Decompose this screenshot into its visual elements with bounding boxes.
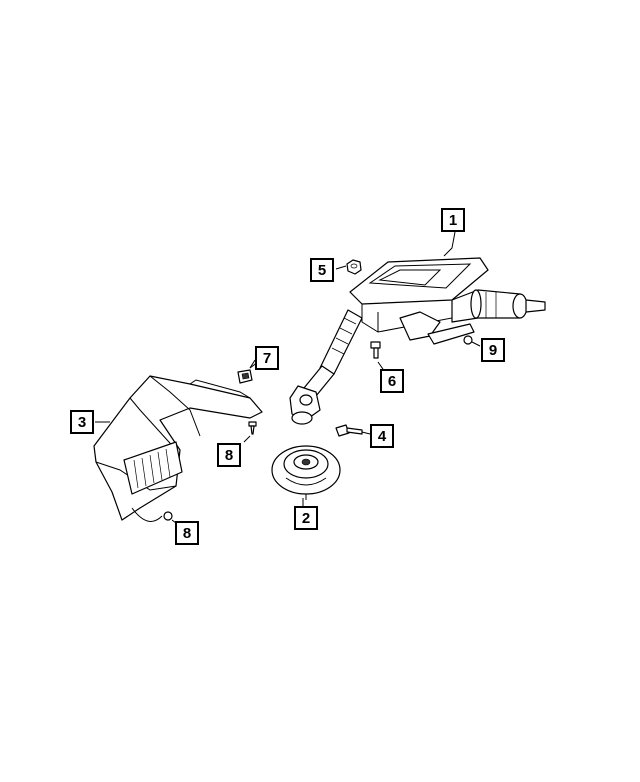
nut: [335, 259, 362, 275]
callout-7: 7: [255, 346, 279, 370]
callout-9: 9: [481, 338, 505, 362]
nut-9: [463, 335, 481, 347]
bolt-4: [335, 424, 371, 437]
bolt-6: [370, 341, 386, 373]
push-pin-upper: [243, 421, 257, 443]
callout-8-lower: 8: [175, 521, 199, 545]
callout-3: 3: [70, 410, 94, 434]
callout-6: 6: [380, 369, 404, 393]
dash-seal-boot: [271, 445, 341, 500]
callout-4: 4: [370, 424, 394, 448]
steering-column-assembly: [289, 257, 546, 425]
lower-shroud-cover: [93, 375, 263, 522]
callout-8-upper: 8: [217, 443, 241, 467]
callout-2: 2: [294, 506, 318, 530]
leader-lines: [95, 231, 456, 506]
callout-1: 1: [441, 208, 465, 232]
push-pin-lower: [163, 511, 181, 527]
callout-5: 5: [310, 258, 334, 282]
clip: [237, 361, 259, 384]
